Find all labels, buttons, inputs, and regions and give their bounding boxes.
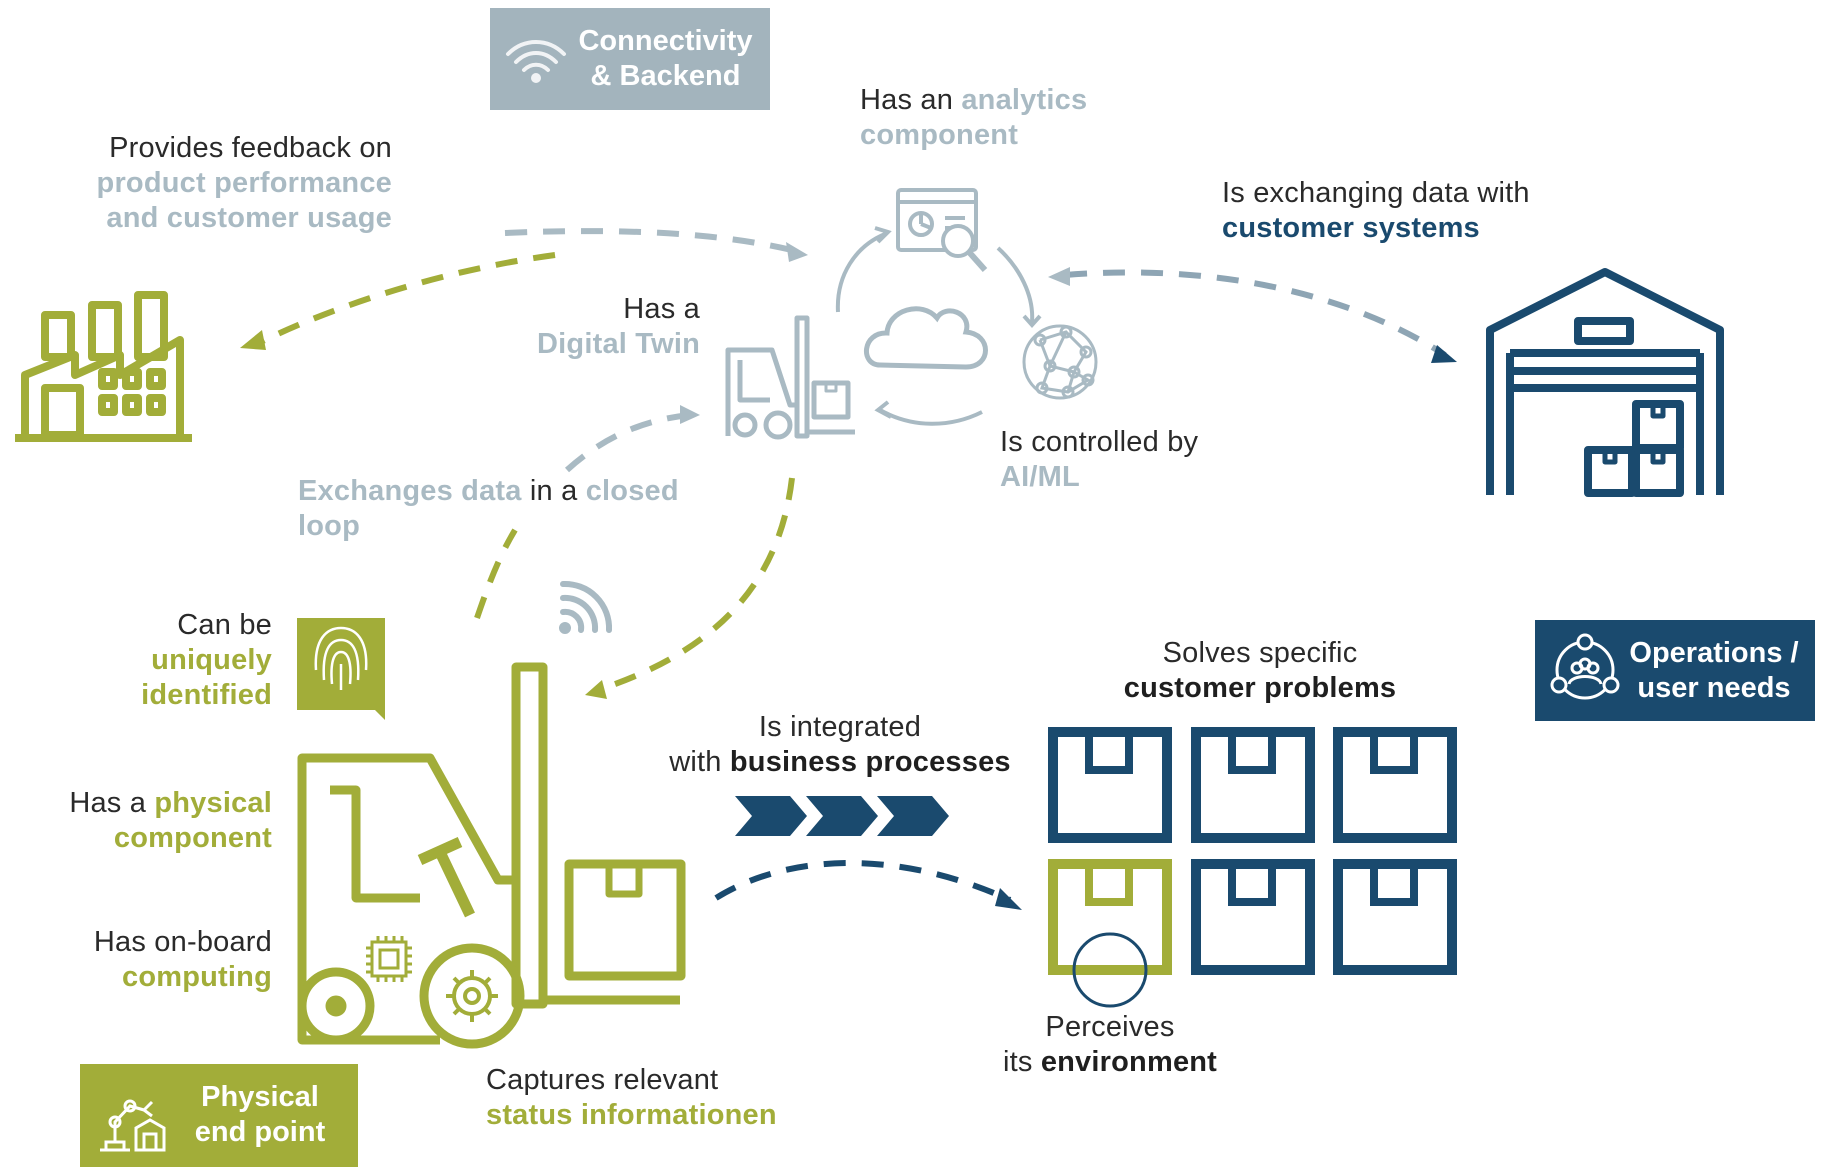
closed-loop-mid: in a: [521, 475, 586, 507]
feedback-line1: Provides feedback on: [109, 132, 392, 164]
controlled-line1: Is controlled by: [1000, 426, 1199, 458]
neural-network-icon: [1022, 324, 1098, 400]
physical-box-line2: end point: [194, 1116, 326, 1148]
closed-loop-highlight2: closed: [585, 475, 679, 507]
exchanging-line2: customer systems: [1222, 212, 1480, 244]
integrated-label: Is integrated with business processes: [655, 710, 1025, 780]
analytics-line2: component: [860, 119, 1019, 151]
controlled-line2: AI/ML: [1000, 461, 1080, 493]
closed-loop-highlight1: Exchanges data: [298, 475, 522, 507]
operations-box-label: Operations / user needs: [1623, 636, 1805, 706]
connectivity-box-label: Connectivity & Backend: [568, 24, 763, 94]
closed-loop-label: Exchanges data in a closed loop: [298, 474, 718, 544]
physical-box-line1: Physical: [201, 1081, 319, 1113]
physical-component-label: Has a physical component: [30, 786, 272, 856]
operations-box-line1: Operations /: [1629, 637, 1799, 669]
digital-twin-line1: Has a: [623, 293, 700, 325]
analytics-highlight: analytics: [961, 84, 1088, 116]
perceives-line1: Perceives: [1045, 1011, 1175, 1043]
physical-comp-prefix: Has a: [69, 787, 155, 819]
computing-line2: computing: [121, 961, 272, 993]
solves-line2: customer problems: [1123, 672, 1397, 704]
chip-icon: [366, 936, 412, 982]
fingerprint-icon: [314, 626, 368, 690]
cloud-icon: [863, 306, 988, 370]
analytics-prefix: Has an: [860, 84, 962, 116]
digital-twin-forklift-icon: [725, 315, 855, 440]
exchanging-line1: Is exchanging data with: [1222, 177, 1530, 209]
physical-comp-line2: component: [113, 822, 272, 854]
factory-icon: [15, 291, 192, 442]
identified-line2: uniquely: [151, 644, 272, 676]
physical-box-label: Physical end point: [175, 1080, 345, 1150]
process-chevrons-icon: [735, 796, 949, 836]
integrated-line1: Is integrated: [758, 711, 922, 743]
robot-arm-icon: [100, 1099, 166, 1152]
operations-box-line2: user needs: [1637, 672, 1791, 704]
integrated-prefix: with: [669, 746, 730, 778]
environment-sensor-icon: [1072, 932, 1148, 1008]
identified-label: Can be uniquely identified: [100, 608, 272, 713]
perceives-highlight: environment: [1040, 1046, 1218, 1078]
digital-twin-label: Has a Digital Twin: [470, 292, 700, 362]
backend-cycle: [835, 226, 1042, 426]
captures-line2: status informationen: [486, 1099, 777, 1131]
solves-line1: Solves specific: [1162, 637, 1358, 669]
arrow-heads: [240, 242, 1457, 910]
computing-line1: Has on-board: [93, 926, 272, 958]
operations-needs-box: Operations / user needs: [1535, 620, 1815, 721]
identified-line3: identified: [141, 679, 272, 711]
captures-label: Captures relevant status informationen: [486, 1063, 826, 1133]
user-group-icon: [1550, 633, 1620, 700]
captures-line1: Captures relevant: [486, 1064, 719, 1096]
fingerprint-badge: [297, 618, 385, 720]
connectivity-backend-box: Connectivity & Backend: [490, 8, 770, 110]
gear-icon: [446, 970, 498, 1022]
closed-loop-line2: loop: [298, 510, 361, 542]
physical-forklift-icon: [297, 662, 686, 1049]
analytics-label: Has an analytics component: [860, 83, 1160, 153]
identified-line1: Can be: [177, 609, 272, 641]
digital-twin-line2: Digital Twin: [537, 328, 700, 360]
connectivity-box-line2: & Backend: [590, 60, 741, 92]
integrated-highlight: business processes: [729, 746, 1011, 778]
wifi-icon: [506, 40, 566, 83]
feedback-label: Provides feedback on product performance…: [40, 131, 392, 236]
computing-label: Has on-board computing: [30, 925, 272, 995]
solves-label: Solves specific customer problems: [1085, 636, 1435, 706]
perceives-label: Perceives its environment: [980, 1010, 1240, 1080]
perceives-prefix: its: [1002, 1046, 1041, 1078]
feedback-line2: product performance: [96, 167, 392, 199]
exchanging-label: Is exchanging data with customer systems: [1222, 176, 1602, 246]
warehouse-icon: [1486, 268, 1724, 497]
customer-boxes-grid: [1048, 727, 1457, 975]
connectivity-box-line1: Connectivity: [578, 25, 753, 57]
physical-comp-highlight: physical: [154, 787, 272, 819]
physical-endpoint-box: Physical end point: [80, 1064, 358, 1167]
analytics-dashboard-icon: [896, 188, 988, 272]
dashed-arrows: [253, 228, 1447, 903]
feedback-line3: and customer usage: [106, 202, 392, 234]
controlled-label: Is controlled by AI/ML: [1000, 425, 1260, 495]
signal-waves-icon: [559, 580, 613, 634]
